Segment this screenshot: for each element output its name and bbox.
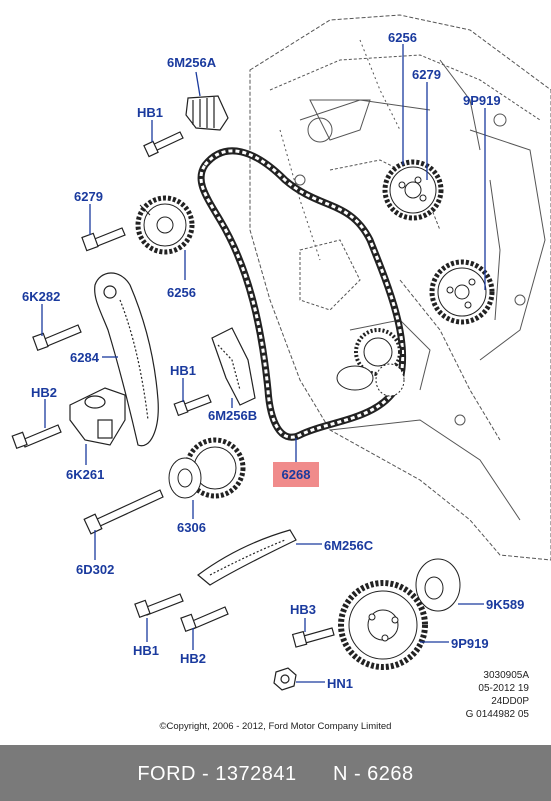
reference-line-2: 05-2012 19 bbox=[478, 683, 529, 694]
callout-6m256b: 6M256B bbox=[208, 408, 258, 423]
callout-hb1-bottom: HB1 bbox=[133, 643, 160, 658]
camshaft-sprocket-6256-left bbox=[135, 195, 195, 255]
chain-guide-6m256b bbox=[211, 327, 256, 406]
callout-6279-left: 6279 bbox=[74, 189, 103, 204]
tensioner-arm-6284 bbox=[94, 272, 159, 447]
callout-6279-top: 6279 bbox=[412, 67, 441, 82]
callout-hb3: HB3 bbox=[290, 602, 317, 617]
footer-bar bbox=[0, 745, 551, 801]
leader-lines bbox=[41, 44, 486, 683]
callout-6d302: 6D302 bbox=[76, 562, 115, 577]
callout-hb1-top: HB1 bbox=[137, 105, 164, 120]
sprocket-9p919-upper bbox=[429, 259, 495, 325]
callout-hb2-bottom: HB2 bbox=[180, 651, 207, 666]
copyright-notice: ©Copyright, 2006 - 2012, Ford Motor Comp… bbox=[159, 721, 392, 732]
callout-6k261: 6K261 bbox=[66, 467, 105, 482]
chain-guide-6m256c bbox=[197, 529, 297, 586]
callout-hb2-left: HB2 bbox=[31, 385, 58, 400]
sprocket-9p919-lower bbox=[338, 580, 428, 670]
callout-6306: 6306 bbox=[177, 520, 206, 535]
bolts bbox=[11, 131, 335, 691]
callout-6256-left: 6256 bbox=[167, 285, 196, 300]
washer-9k589 bbox=[415, 558, 461, 612]
callout-9k589: 9K589 bbox=[486, 597, 525, 612]
tensioner-6k261 bbox=[69, 387, 126, 446]
callout-hn1: HN1 bbox=[327, 676, 354, 691]
footer-part-number: FORD - 1372841 N - 6268 bbox=[137, 763, 414, 785]
chain-guide-6m256a bbox=[185, 95, 229, 131]
engine-block bbox=[249, 14, 551, 561]
middle-gears bbox=[336, 328, 405, 397]
reference-code: 3030905A 05-2012 19 24DD0P G 0144982 05 bbox=[466, 669, 529, 721]
highlighted-part-box bbox=[273, 462, 319, 487]
callout-9p919-top: 9P919 bbox=[463, 93, 501, 108]
crankshaft-sprocket-6306 bbox=[168, 437, 246, 499]
callout-6256-top: 6256 bbox=[388, 30, 417, 45]
callout-6m256c: 6M256C bbox=[324, 538, 374, 553]
highlighted-part-label: 6268 bbox=[281, 467, 311, 482]
reference-line-3: 24DD0P bbox=[491, 696, 529, 707]
timing-chain-exploded-diagram bbox=[11, 14, 551, 691]
reference-line-1: 3030905A bbox=[483, 670, 529, 681]
callout-hb1-mid: HB1 bbox=[170, 363, 197, 378]
callout-6m256a-top: 6M256A bbox=[167, 55, 217, 70]
camshaft-sprocket-6256-right bbox=[382, 159, 444, 221]
timing-chain bbox=[197, 147, 407, 441]
callout-6k282: 6K282 bbox=[22, 289, 61, 304]
callout-9p919-bottom: 9P919 bbox=[451, 636, 489, 651]
callout-6284: 6284 bbox=[70, 350, 99, 365]
reference-line-4: G 0144982 05 bbox=[465, 709, 529, 720]
